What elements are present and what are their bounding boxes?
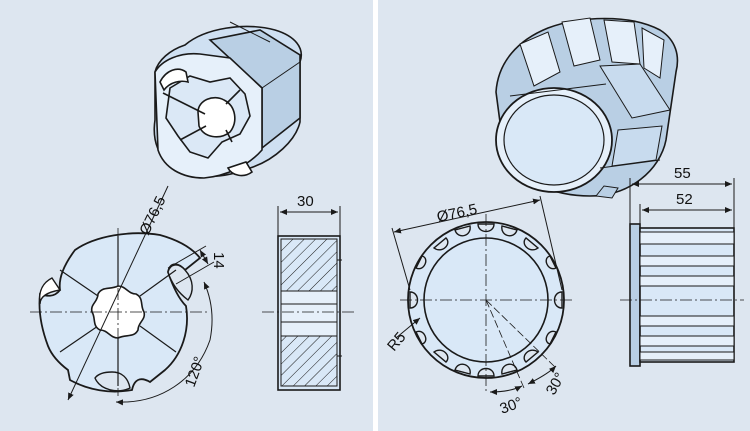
- left-front-view: [30, 185, 215, 406]
- right-total-length-label: 55: [674, 165, 691, 182]
- right-isometric-adapter: [495, 17, 679, 199]
- right-angle-b-label: 30°: [543, 370, 569, 398]
- right-front-view: [391, 195, 574, 395]
- left-angle-label: 120°: [182, 354, 209, 389]
- right-diameter-label: Ø76,5: [435, 201, 479, 226]
- left-slot-width-label: 14: [210, 252, 227, 269]
- left-isometric-adapter: [153, 21, 302, 179]
- right-angle-a-label: 30°: [498, 394, 525, 418]
- right-side-view: [620, 178, 744, 367]
- right-body-length-label: 52: [676, 191, 693, 208]
- left-diameter-label: Ø76,5: [136, 194, 169, 238]
- left-length-label: 30: [297, 193, 314, 210]
- right-radius-label: R5: [384, 329, 409, 355]
- left-side-section: [262, 206, 356, 391]
